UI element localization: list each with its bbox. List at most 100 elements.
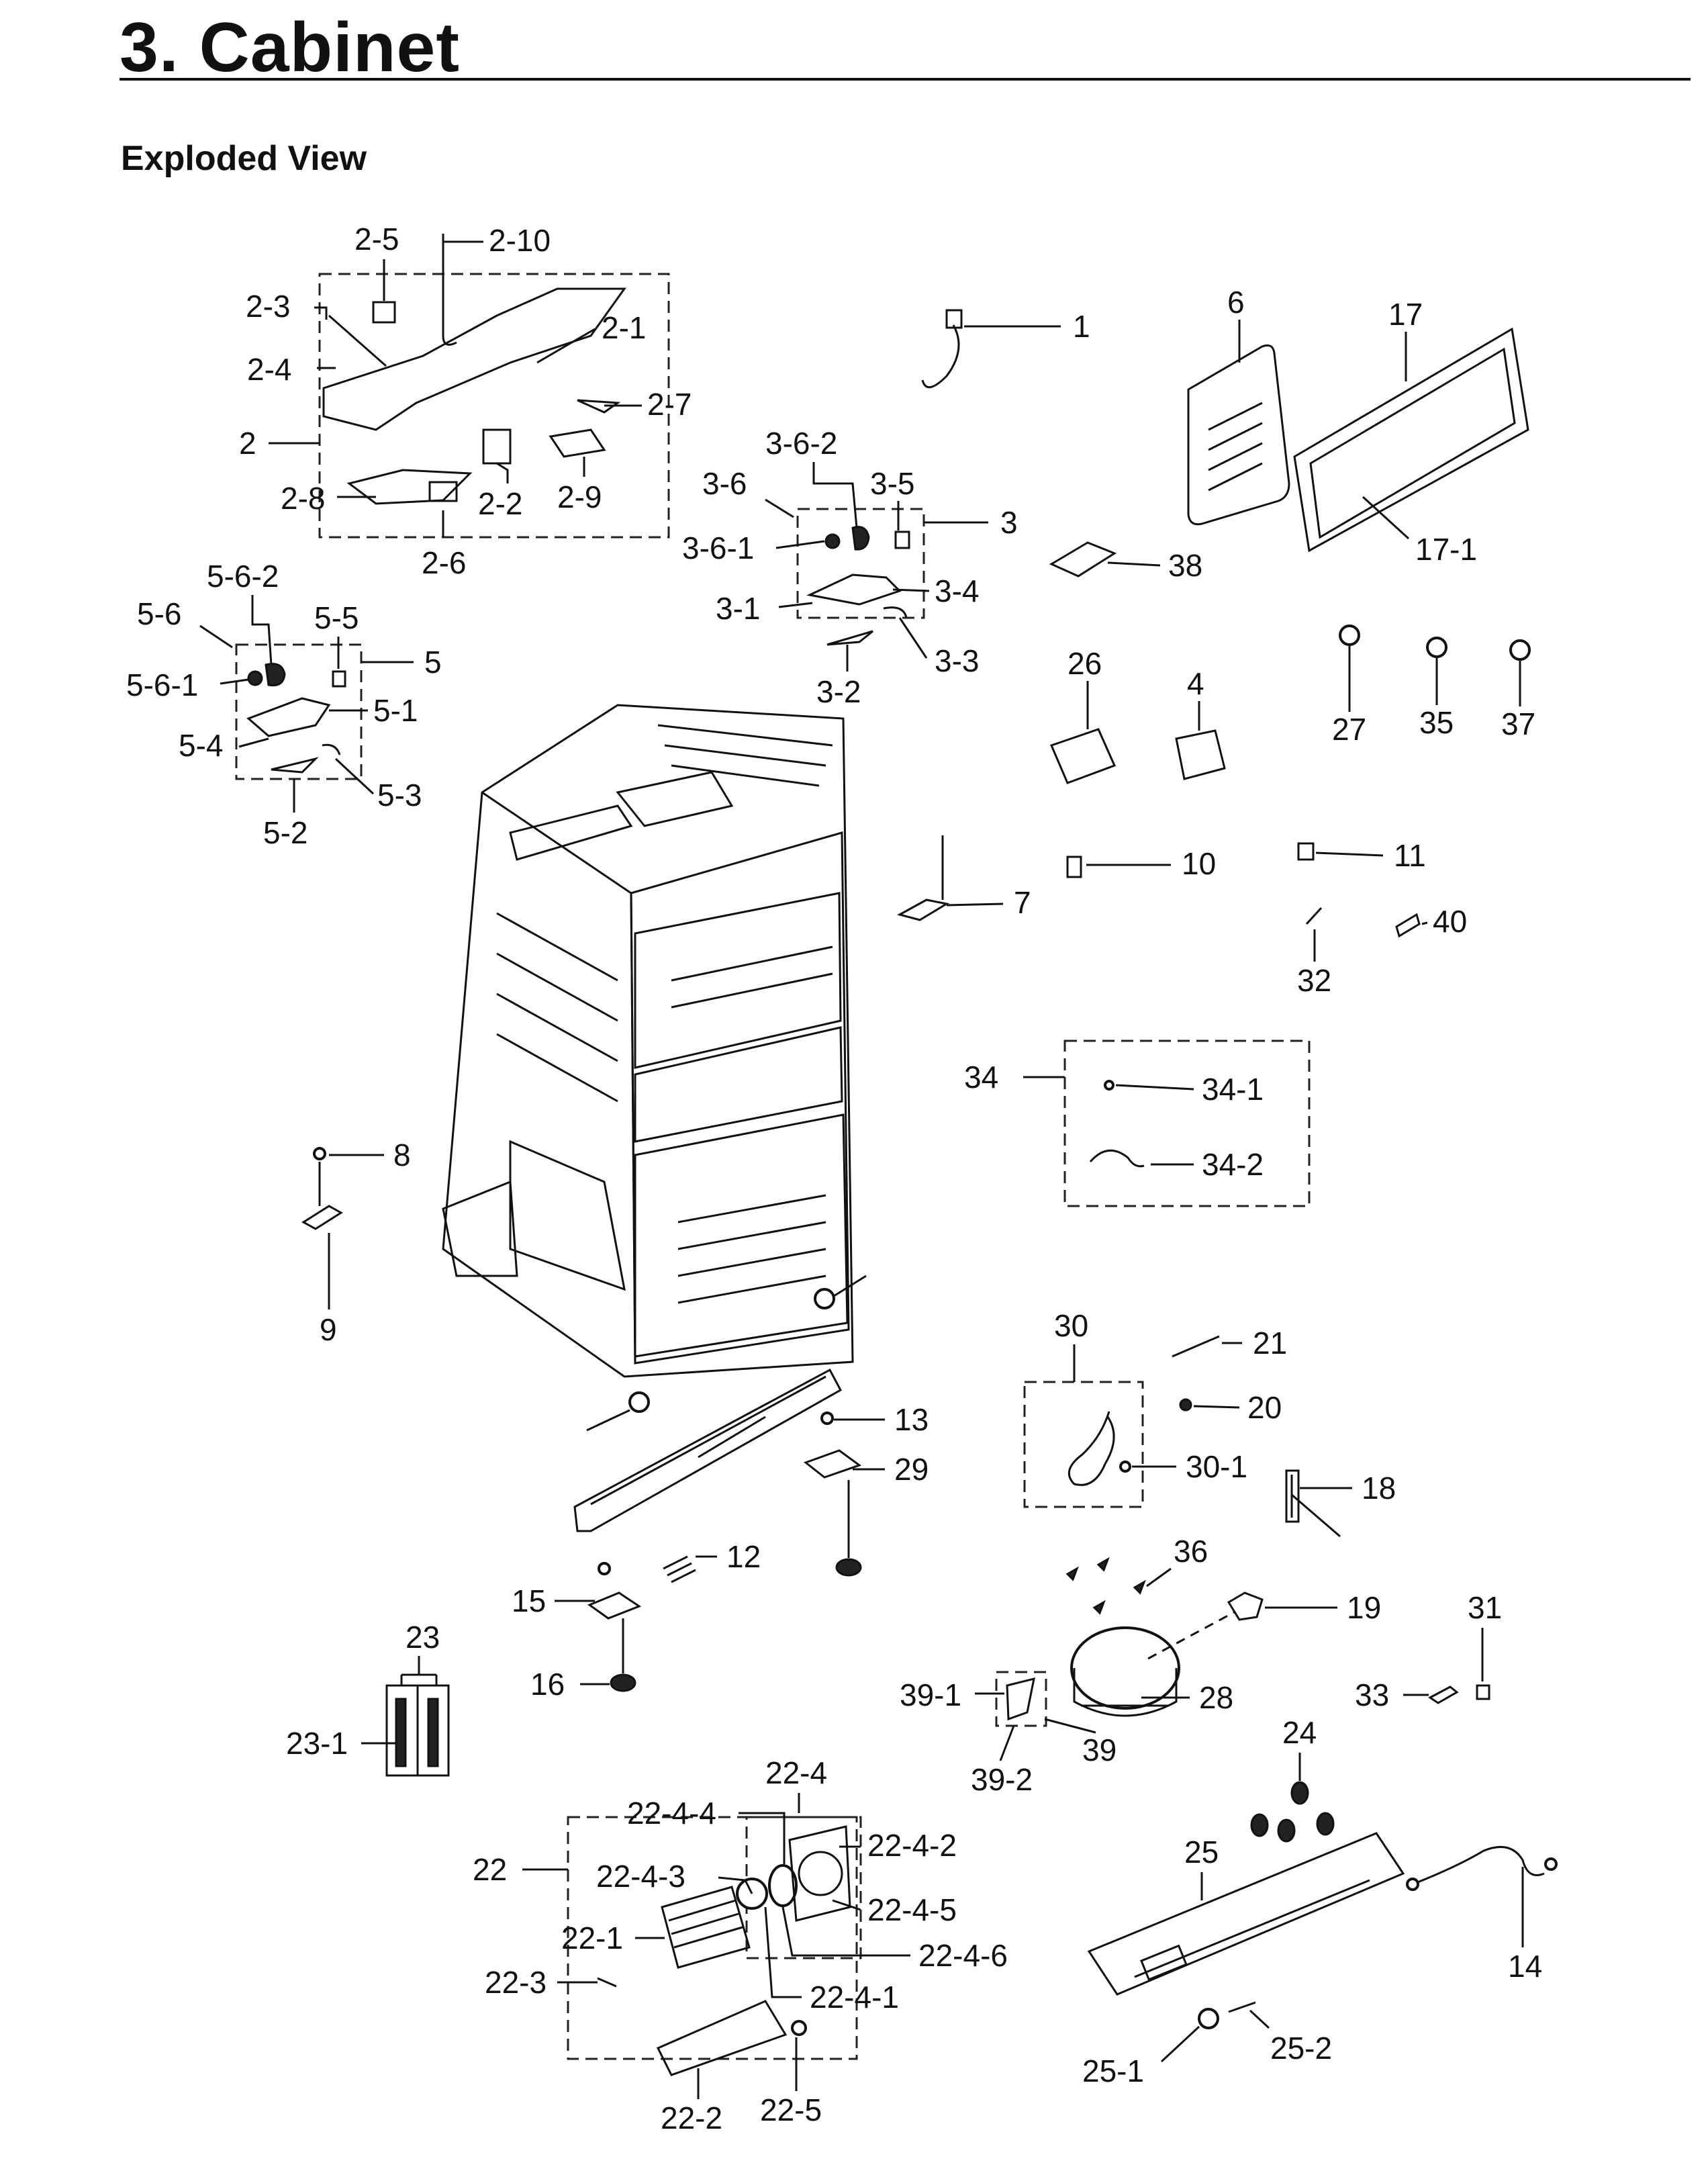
cover-17-part — [1293, 327, 1529, 553]
label-1: 1 — [1073, 309, 1090, 344]
label-10: 10 — [1182, 846, 1216, 881]
label-38: 38 — [1168, 548, 1202, 583]
label-2-8: 2-8 — [281, 481, 325, 516]
hinge-part — [482, 428, 512, 465]
label-22-4-5: 22-4-5 — [867, 1892, 957, 1927]
hinge-cover-part — [322, 287, 626, 431]
label-17-1: 17-1 — [1415, 532, 1477, 567]
group-5-hinge-parts — [246, 663, 346, 774]
part-8 — [313, 1147, 326, 1160]
label-19: 19 — [1347, 1590, 1381, 1625]
screw-right-part — [833, 1275, 867, 1297]
part-33 — [1428, 1685, 1459, 1704]
label-2-3: 2-3 — [246, 289, 290, 324]
label-2-5: 2-5 — [354, 222, 399, 257]
section-heading: Exploded View — [121, 139, 367, 178]
leveling-foot-right — [835, 1558, 862, 1577]
part-14-end-b — [1544, 1857, 1558, 1871]
label-5: 5 — [424, 645, 442, 680]
group-34-boundary — [1063, 1040, 1311, 1207]
group-5-boundary — [235, 643, 363, 780]
label-28: 28 — [1199, 1680, 1233, 1715]
part-11 — [1297, 842, 1315, 861]
label-39-1: 39-1 — [900, 1677, 961, 1712]
base-plate-part-25 — [1087, 1832, 1405, 1996]
label-2-6: 2-6 — [422, 545, 466, 580]
label-29: 29 — [894, 1452, 929, 1487]
grommet-24-a — [1250, 1813, 1269, 1837]
label-5-6-1: 5-6-1 — [126, 667, 198, 702]
cover-6-part — [1187, 344, 1290, 526]
part-18 — [1290, 1475, 1341, 1538]
label-22: 22 — [473, 1852, 507, 1887]
label-34-2: 34-2 — [1202, 1147, 1264, 1182]
label-11: 11 — [1394, 838, 1426, 873]
label-15: 15 — [512, 1583, 546, 1618]
group-30-boundary — [1023, 1381, 1144, 1508]
label-30: 30 — [1054, 1308, 1088, 1343]
label-3-5: 3-5 — [870, 466, 914, 501]
pcb-26-part — [1049, 728, 1117, 784]
bolt-36-c — [1133, 1579, 1146, 1595]
label-22-4: 22-4 — [765, 1755, 827, 1790]
label-3-2: 3-2 — [816, 674, 861, 709]
label-22-4-2: 22-4-2 — [867, 1828, 957, 1863]
label-22-4-6: 22-4-6 — [918, 1938, 1008, 1973]
label-20: 20 — [1247, 1390, 1282, 1425]
label-36: 36 — [1174, 1534, 1208, 1569]
part-35 — [1426, 637, 1448, 658]
part-10 — [1066, 856, 1082, 878]
part-14-end-a — [1406, 1878, 1419, 1891]
cap-part — [577, 399, 621, 414]
label-13: 13 — [894, 1402, 929, 1437]
label-5-4: 5-4 — [179, 728, 223, 763]
grommet-24-c — [1290, 1781, 1309, 1805]
group-2-boundary — [318, 273, 670, 539]
label-22-4-3: 22-4-3 — [596, 1859, 685, 1894]
group-3-boundary — [796, 508, 925, 619]
part-23-gaskets — [385, 1684, 450, 1777]
label-5-5: 5-5 — [314, 600, 359, 635]
label-5-3: 5-3 — [377, 778, 422, 813]
compressor-part-28 — [1070, 1626, 1180, 1717]
label-5-6: 5-6 — [137, 596, 181, 631]
label-3-1: 3-1 — [716, 591, 760, 626]
group-2-hinge-assembly — [318, 234, 670, 539]
label-3-6-1: 3-6-1 — [682, 530, 754, 565]
title-divider — [120, 78, 1691, 81]
page-title: 3. Cabinet — [120, 9, 460, 87]
label-2-1: 2-1 — [602, 310, 646, 345]
label-6: 6 — [1227, 285, 1245, 320]
label-25-2: 25-2 — [1270, 2031, 1332, 2066]
part-15 — [587, 1591, 642, 1620]
label-3-6: 3-6 — [702, 466, 747, 501]
part-25-1 — [1198, 2008, 1219, 2029]
bottom-front-cover-part — [573, 1368, 843, 1532]
roller-post-part — [598, 1562, 611, 1575]
group-22-boundary — [567, 1816, 858, 2060]
label-2-2: 2-2 — [478, 486, 522, 521]
part-29 — [803, 1449, 862, 1479]
label-23: 23 — [406, 1620, 440, 1655]
label-3-6-2: 3-6-2 — [765, 426, 837, 461]
label-3: 3 — [1000, 505, 1018, 540]
label-22-2: 22-2 — [661, 2100, 722, 2135]
label-22-1: 22-1 — [561, 1921, 623, 1955]
part-13 — [820, 1412, 834, 1425]
label-5-1: 5-1 — [373, 693, 418, 728]
part-19-guide — [1147, 1610, 1236, 1660]
part-30-1 — [1119, 1461, 1131, 1473]
part-40 — [1395, 913, 1421, 938]
part-7 — [897, 898, 950, 921]
label-40: 40 — [1433, 904, 1467, 939]
screw-left-part — [586, 1409, 630, 1432]
label-2-9: 2-9 — [557, 479, 602, 514]
label-22-4-1: 22-4-1 — [810, 1980, 899, 2015]
label-3-4: 3-4 — [935, 573, 979, 608]
part-16 — [610, 1673, 636, 1692]
grommet-24-d — [1316, 1812, 1335, 1836]
part-34-1 — [1104, 1080, 1114, 1091]
label-34-1: 34-1 — [1202, 1072, 1264, 1107]
label-14: 14 — [1508, 1949, 1542, 1984]
label-2-10: 2-10 — [489, 223, 551, 258]
